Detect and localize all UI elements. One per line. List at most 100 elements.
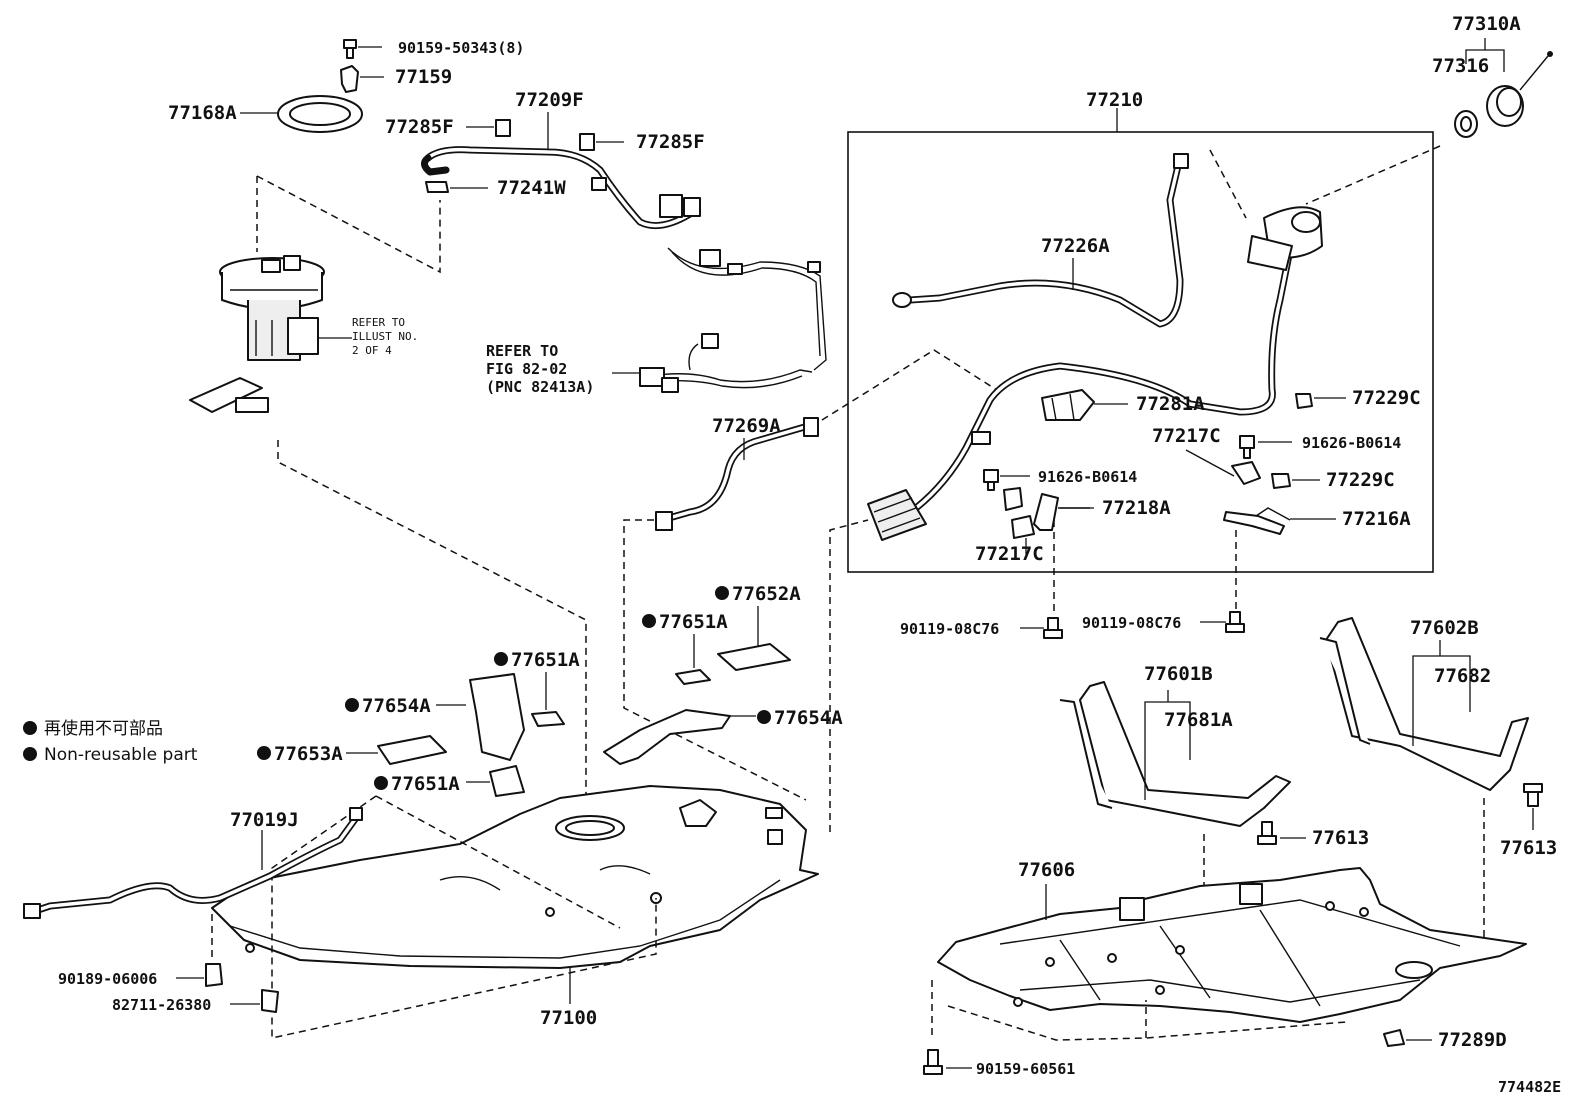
part-label-90159-50343: 90159-50343(8) [398, 39, 524, 57]
part-label-77216A: 77216A [1342, 508, 1411, 530]
bolt-91626-B0614-mid [983, 469, 999, 491]
bolt-77613-right [1523, 783, 1543, 807]
part-label-77652A: 77652A [732, 583, 801, 605]
non-reusable-mark-77654A-right [757, 710, 771, 724]
part-label-77217C-bottom: 77217C [975, 543, 1044, 565]
clamp-77285F-right [579, 133, 595, 151]
insulator-77651A-mid [531, 711, 565, 727]
part-label-77159: 77159 [395, 66, 452, 88]
insulator-77651A-lower [489, 765, 525, 797]
breather-pipe-77226A [892, 153, 1189, 328]
refer-fig-line3: (PNC 82413A) [486, 378, 594, 396]
fuel-filler-cap-77310A [1486, 51, 1553, 127]
part-label-77310A: 77310A [1452, 13, 1521, 35]
filler-pipe-77210 [867, 206, 1323, 541]
part-label-77229C-mid: 77229C [1326, 469, 1395, 491]
figure-id: 774482E [1498, 1078, 1561, 1096]
bracket-77218A [1033, 493, 1090, 531]
retainer-ring-77168A [277, 95, 363, 133]
part-label-77285F-right: 77285F [636, 131, 705, 153]
part-label-77269A: 77269A [712, 415, 781, 437]
part-label-77019J: 77019J [230, 809, 299, 831]
part-label-77682: 77682 [1434, 665, 1491, 687]
clip-90189-06006 [205, 963, 223, 987]
part-label-77289D: 77289D [1438, 1029, 1507, 1051]
part-label-77217C-top: 77217C [1152, 425, 1221, 447]
clip-82711-26380 [261, 989, 279, 1013]
part-label-77606: 77606 [1018, 859, 1075, 881]
fuel-tank-77100 [211, 785, 819, 969]
clamp-77281A [1041, 389, 1095, 421]
part-label-77281A: 77281A [1136, 393, 1205, 415]
fuel-inlet-assembly-box [847, 131, 1434, 573]
insulator-77654A-left [469, 673, 525, 761]
fuel-pump-module [189, 255, 325, 413]
part-label-77651A-mid: 77651A [511, 649, 580, 671]
bolt-91626-B0614-right [1239, 435, 1255, 459]
part-label-77316: 77316 [1432, 55, 1489, 77]
refer-illust-line3: 2 OF 4 [352, 344, 392, 357]
part-label-91626-B0614-right: 91626-B0614 [1302, 434, 1401, 452]
part-label-77601B: 77601B [1144, 663, 1213, 685]
clamp-77285F-left [495, 119, 511, 137]
clip-77289D [1383, 1029, 1405, 1047]
part-label-90119-08C76-left: 90119-08C76 [900, 620, 999, 638]
bolt-90159-60561 [923, 1049, 943, 1075]
non-reusable-mark-77651A-mid [494, 652, 508, 666]
part-label-82711-26380: 82711-26380 [112, 996, 211, 1014]
part-label-77613-mid: 77613 [1312, 827, 1369, 849]
part-label-90119-08C76-right: 90119-08C76 [1082, 614, 1181, 632]
part-label-77651A-upper: 77651A [659, 611, 728, 633]
bolt-77613-mid [1257, 821, 1277, 845]
refer-fig-line2: FIG 82-02 [486, 360, 567, 378]
part-label-77226A: 77226A [1041, 235, 1110, 257]
part-label-77218A: 77218A [1102, 497, 1171, 519]
clip-77229C-top [1295, 393, 1313, 409]
insulator-77652A [717, 643, 791, 671]
part-label-77654A-left: 77654A [362, 695, 431, 717]
fuel-tank-band-77602B [1319, 617, 1529, 791]
fuel-hose-77019J [23, 807, 363, 919]
gasket-77316 [1454, 110, 1478, 138]
refer-illust-line1: REFER TO [352, 316, 405, 329]
legend-bullet-2 [23, 747, 37, 761]
refer-fig-line1: REFER TO [486, 342, 558, 360]
insulator-77651A-upper [675, 669, 711, 685]
bolt-90159-50343 [343, 39, 357, 59]
wire-harness-77209F [421, 146, 827, 393]
clip-77159 [340, 65, 359, 93]
part-label-77285F-left: 77285F [385, 116, 454, 138]
non-reusable-mark-77652A [715, 586, 729, 600]
part-label-90189-06006: 90189-06006 [58, 970, 157, 988]
bolt-90119-08C76-right [1225, 611, 1245, 633]
non-reusable-mark-77651A-upper [642, 614, 656, 628]
legend-line-2: Non-reusable part [44, 745, 198, 765]
breather-tube-77269A [655, 417, 819, 531]
non-reusable-mark-77653A [257, 746, 271, 760]
clamp-77217C-bottom [1003, 487, 1035, 539]
part-label-77654A-right: 77654A [774, 707, 843, 729]
legend-line-1: 再使用不可部品 [44, 718, 163, 739]
part-label-77241W: 77241W [497, 177, 566, 199]
clip-77229C-mid [1271, 473, 1291, 489]
part-label-90159-60561: 90159-60561 [976, 1060, 1075, 1078]
part-label-77681A: 77681A [1164, 709, 1233, 731]
part-label-77209F: 77209F [515, 89, 584, 111]
part-label-77613-right: 77613 [1500, 837, 1557, 859]
part-label-77229C-top: 77229C [1352, 387, 1421, 409]
refer-illust-line2: ILLUST NO. [352, 330, 418, 343]
part-label-77100: 77100 [540, 1007, 597, 1029]
non-reusable-mark-77654A-left [345, 698, 359, 712]
part-label-77653A: 77653A [274, 743, 343, 765]
fuel-tank-band-77601B [1059, 681, 1291, 827]
part-label-91626-B0614-mid: 91626-B0614 [1038, 468, 1137, 486]
legend-bullet-1 [23, 721, 37, 735]
part-label-77602B: 77602B [1410, 617, 1479, 639]
bolt-90119-08C76-left [1043, 617, 1063, 639]
part-label-77168A: 77168A [168, 102, 237, 124]
bracket-77216A [1223, 507, 1291, 535]
insulator-77654A-right [603, 709, 731, 765]
part-label-77210: 77210 [1086, 89, 1143, 111]
clip-77241W [425, 181, 449, 193]
